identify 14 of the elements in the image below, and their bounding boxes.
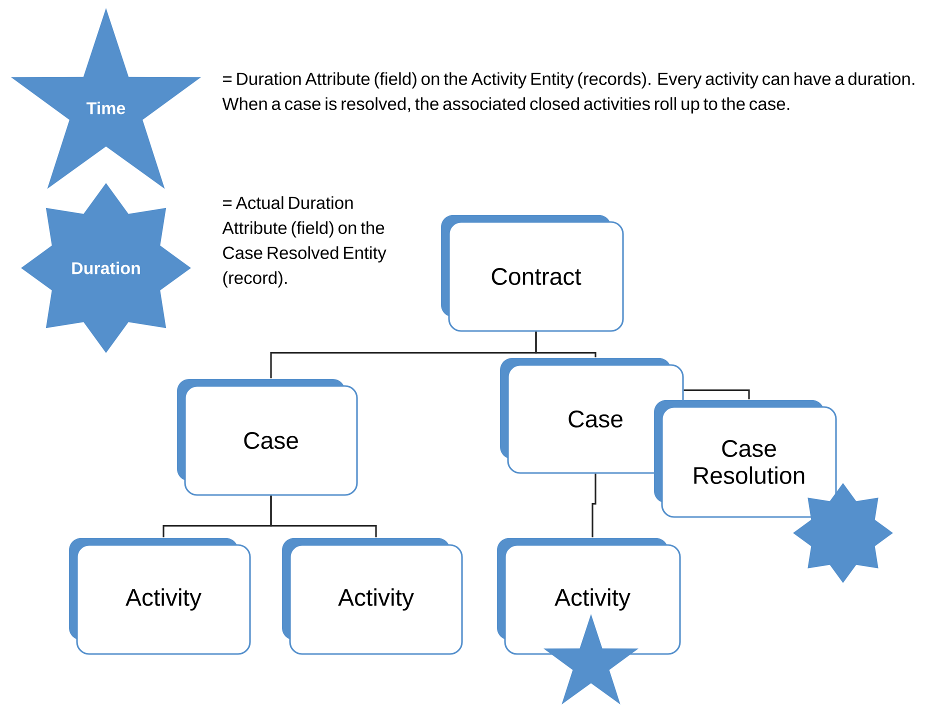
connector-line (592, 474, 596, 538)
process-box: Activity (69, 538, 251, 655)
description-text: = Actual Duration Attribute (field) on the Case Resolved Entity (record). (222, 196, 386, 288)
connector-line (684, 389, 750, 400)
connector-line (270, 496, 377, 538)
star-shape (543, 614, 639, 704)
process-box: Case Resolution (654, 400, 837, 518)
process-box: Contract (441, 215, 624, 332)
connector-line (535, 332, 596, 358)
process-box: Activity (497, 538, 681, 655)
star-shape (793, 483, 893, 583)
process-box: Case (177, 379, 358, 496)
process-box: Activity (282, 538, 463, 655)
description-text: = Duration Attribute (field) on the Activity Entity (records). Every activity can have a duration. When a case is resolved, the associated closed activities roll up to the case. (222, 72, 914, 114)
